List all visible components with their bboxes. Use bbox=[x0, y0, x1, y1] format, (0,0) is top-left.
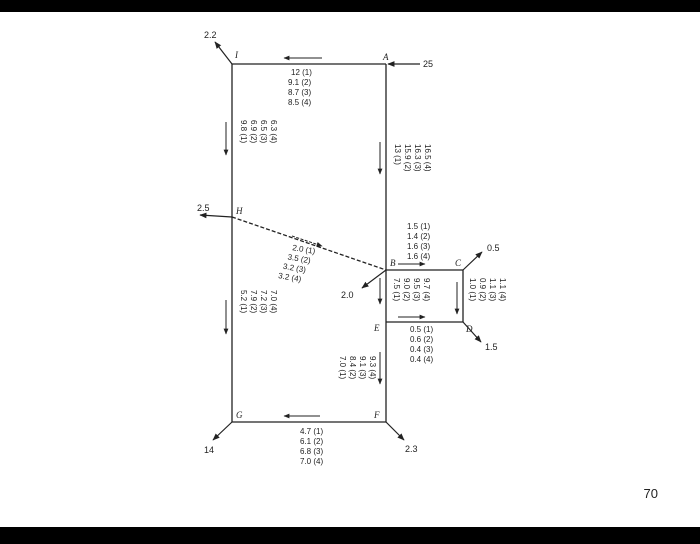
flow-label: 1.6 (4) bbox=[407, 252, 430, 261]
flow-label: 16.3 (3) bbox=[413, 144, 422, 172]
flow-label: 1.5 (1) bbox=[407, 222, 430, 231]
flow-label: 3.2 (4) bbox=[278, 271, 303, 284]
flow-label: 0.6 (2) bbox=[410, 335, 433, 344]
flow-label: 15.9 (2) bbox=[403, 144, 412, 172]
flow-labels-H-B: 2.0 (1) 3.5 (2) 3.2 (3) 3.2 (4) bbox=[278, 243, 317, 284]
flow-label: 1.4 (2) bbox=[407, 232, 430, 241]
flow-labels-I-H: 9.8 (1) 6.9 (2) 6.5 (3) 6.3 (4) bbox=[239, 120, 278, 143]
direction-arrow-H-B bbox=[291, 235, 323, 247]
flow-label: 7.0 (4) bbox=[300, 457, 323, 466]
flow-label: 1.0 (1) bbox=[468, 278, 477, 301]
flow-label: 1.1 (4) bbox=[498, 278, 507, 301]
outflow-arrow-I bbox=[214, 41, 233, 65]
flow-label: 9.8 (1) bbox=[239, 120, 248, 143]
node-label-D: D bbox=[465, 324, 473, 334]
external-flow-F: 2.3 bbox=[405, 444, 418, 454]
external-flow-A: 25 bbox=[423, 59, 433, 69]
flow-label: 9.0 (2) bbox=[402, 278, 411, 301]
flow-label: 7.0 (4) bbox=[269, 290, 278, 313]
flow-label: 6.3 (4) bbox=[269, 120, 278, 143]
external-flow-C: 0.5 bbox=[487, 243, 500, 253]
flow-label: 6.9 (2) bbox=[249, 120, 258, 143]
outflow-arrow-G bbox=[212, 421, 233, 441]
flow-labels-H-G: 5.2 (1) 7.9 (2) 7.2 (3) 7.0 (4) bbox=[239, 290, 278, 313]
flow-label: 16.5 (4) bbox=[423, 144, 432, 172]
pipe-H-B bbox=[231, 216, 387, 271]
flow-label: 1.6 (3) bbox=[407, 242, 430, 251]
flow-label: 5.2 (1) bbox=[239, 290, 248, 313]
flow-label: 0.4 (4) bbox=[410, 355, 433, 364]
outflow-arrow-B bbox=[361, 269, 387, 289]
node-label-A: A bbox=[382, 52, 389, 62]
flow-label: 0.4 (3) bbox=[410, 345, 433, 354]
flow-label: 0.9 (2) bbox=[478, 278, 487, 301]
flow-label: 1.1 (3) bbox=[488, 278, 497, 301]
flow-label: 7.9 (2) bbox=[249, 290, 258, 313]
flow-label: 9.1 (2) bbox=[288, 78, 311, 87]
flow-label: 6.5 (3) bbox=[259, 120, 268, 143]
outflow-arrow-D bbox=[462, 321, 482, 343]
flow-labels-A-I: 12 (1) 9.1 (2) 8.7 (3) 8.5 (4) bbox=[288, 68, 312, 107]
outflow-arrow-F bbox=[385, 421, 405, 441]
slide: A I H B C D E F G 25 2.2 2.5 2.0 0.5 1.5… bbox=[0, 12, 700, 527]
flow-labels-E-F: 7.0 (1) 8.4 (2) 9.1 (3) 9.3 (4) bbox=[338, 356, 377, 379]
flow-label: 13 (1) bbox=[393, 144, 402, 165]
node-label-B: B bbox=[390, 258, 396, 268]
flow-label: 7.0 (1) bbox=[338, 356, 347, 379]
flow-label: 8.7 (3) bbox=[288, 88, 311, 97]
node-label-H: H bbox=[235, 206, 243, 216]
page-number: 70 bbox=[643, 486, 658, 501]
flow-label: 12 (1) bbox=[291, 68, 312, 77]
flow-label: 9.5 (3) bbox=[412, 278, 421, 301]
external-flow-G: 14 bbox=[204, 445, 214, 455]
flow-label: 9.7 (4) bbox=[422, 278, 431, 301]
node-label-G: G bbox=[236, 410, 243, 420]
flow-label: 0.5 (1) bbox=[410, 325, 433, 334]
flow-label: 2.0 (1) bbox=[292, 243, 317, 256]
external-flow-B: 2.0 bbox=[341, 290, 354, 300]
flow-label: 8.4 (2) bbox=[348, 356, 357, 379]
node-label-I: I bbox=[234, 50, 239, 60]
outflow-arrow-H bbox=[199, 212, 233, 219]
flow-label: 9.3 (4) bbox=[368, 356, 377, 379]
flow-label: 3.2 (3) bbox=[282, 262, 307, 275]
flow-labels-E-D: 0.5 (1) 0.6 (2) 0.4 (3) 0.4 (4) bbox=[410, 325, 433, 364]
flow-label: 9.1 (3) bbox=[358, 356, 367, 379]
flow-labels-C-D: 1.0 (1) 0.9 (2) 1.1 (3) 1.1 (4) bbox=[468, 278, 507, 301]
flow-label: 6.1 (2) bbox=[300, 437, 323, 446]
node-label-C: C bbox=[455, 258, 462, 268]
external-flow-I: 2.2 bbox=[204, 30, 217, 40]
flow-labels-A-B: 13 (1) 15.9 (2) 16.3 (3) 16.5 (4) bbox=[393, 144, 432, 172]
flow-label: 4.7 (1) bbox=[300, 427, 323, 436]
flow-labels-B-E: 7.5 (1) 9.0 (2) 9.5 (3) 9.7 (4) bbox=[392, 278, 431, 301]
flow-label: 7.5 (1) bbox=[392, 278, 401, 301]
node-label-E: E bbox=[373, 323, 380, 333]
flow-label: 6.8 (3) bbox=[300, 447, 323, 456]
external-flow-D: 1.5 bbox=[485, 342, 498, 352]
external-flow-H: 2.5 bbox=[197, 203, 210, 213]
outflow-arrow-C bbox=[462, 251, 483, 271]
flow-labels-F-G: 4.7 (1) 6.1 (2) 6.8 (3) 7.0 (4) bbox=[300, 427, 323, 466]
node-label-F: F bbox=[373, 410, 380, 420]
flow-labels-B-C: 1.5 (1) 1.4 (2) 1.6 (3) 1.6 (4) bbox=[407, 222, 430, 261]
pipe-network-diagram: A I H B C D E F G 25 2.2 2.5 2.0 0.5 1.5… bbox=[197, 30, 507, 466]
flow-label: 7.2 (3) bbox=[259, 290, 268, 313]
flow-label: 8.5 (4) bbox=[288, 98, 311, 107]
flow-label: 3.5 (2) bbox=[287, 252, 312, 265]
